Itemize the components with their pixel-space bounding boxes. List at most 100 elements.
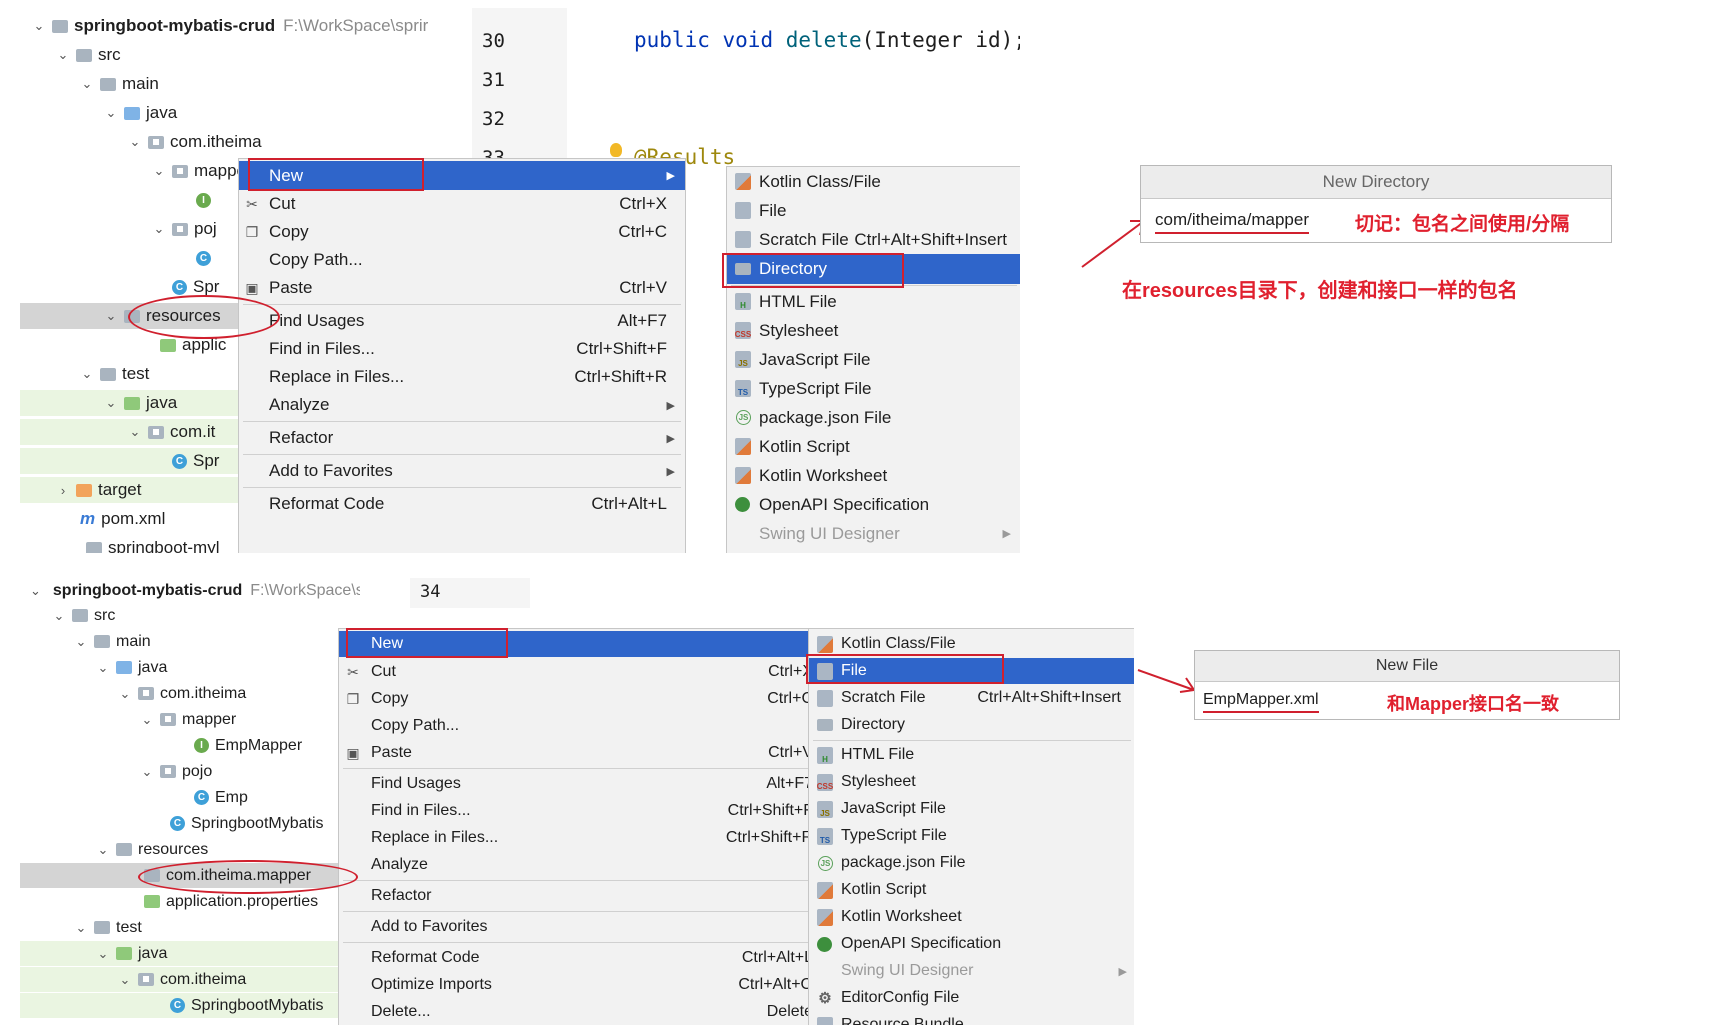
menu-item-reformat-code[interactable]: Reformat Code Ctrl+Alt+L xyxy=(239,490,685,518)
tree-row-application[interactable]: applic xyxy=(20,332,472,358)
menu-item-new[interactable]: New ▶ xyxy=(239,161,685,190)
menu-item-find-usages[interactable]: Find Usages Alt+F7 xyxy=(239,307,685,335)
chevron-down-icon[interactable]: ⌄ xyxy=(129,134,141,149)
chevron-down-icon[interactable]: ⌄ xyxy=(81,76,93,91)
submenu-item-scratch-file[interactable]: Scratch File Ctrl+Alt+Shift+Insert xyxy=(727,225,1020,254)
submenu-item-typescript[interactable]: TS TypeScript File xyxy=(727,374,1020,403)
chevron-down-icon[interactable]: ⌄ xyxy=(81,366,93,381)
chevron-down-icon[interactable]: ⌄ xyxy=(141,711,153,727)
tree-row-src[interactable]: ⌄ src xyxy=(20,42,472,68)
tree-row-java[interactable]: ⌄ java xyxy=(20,100,472,126)
menu-item-optimize-imports[interactable]: Optimize Imports Ctrl+Alt+O xyxy=(339,972,827,998)
directory-name-field[interactable]: com/itheima/mapper xyxy=(1155,210,1310,234)
chevron-down-icon[interactable]: ⌄ xyxy=(105,395,117,410)
submenu-item-javascript[interactable]: JS JavaScript File xyxy=(727,345,1020,374)
tree-row-empmapper[interactable]: I EmpMapper xyxy=(20,733,360,758)
menu-item-delete[interactable]: Delete... Delete xyxy=(339,999,827,1025)
tree-row-pojo[interactable]: ⌄ poj xyxy=(20,216,472,242)
submenu-item-kotlin-class[interactable]: Kotlin Class/File xyxy=(809,631,1134,657)
submenu-item-openapi[interactable]: OpenAPI Specification xyxy=(809,931,1134,957)
menu-item-paste[interactable]: ▣ Paste Ctrl+V xyxy=(339,740,827,766)
tree-row-com-itheima[interactable]: ⌄ com.itheima xyxy=(20,129,472,155)
chevron-down-icon[interactable]: ⌄ xyxy=(119,685,131,701)
submenu-item-directory[interactable]: Directory xyxy=(809,712,1134,738)
tree-row-java[interactable]: ⌄ java xyxy=(20,655,360,680)
submenu-item-directory[interactable]: Directory xyxy=(727,254,1020,284)
chevron-down-icon[interactable]: ⌄ xyxy=(97,841,109,857)
tree-row-project[interactable]: ⌄ springboot-mybatis-crud F:\WorkSpace\s… xyxy=(20,578,360,603)
menu-item-refactor[interactable]: Refactor ▶ xyxy=(339,883,827,909)
submenu-item-html-file[interactable]: H HTML File xyxy=(809,742,1134,768)
chevron-down-icon[interactable]: ⌄ xyxy=(105,105,117,120)
submenu-item-file[interactable]: File xyxy=(809,658,1134,684)
submenu-item-typescript[interactable]: TS TypeScript File xyxy=(809,823,1134,849)
chevron-down-icon[interactable]: ⌄ xyxy=(97,659,109,675)
menu-item-cut[interactable]: ✂ Cut Ctrl+X xyxy=(339,659,827,685)
chevron-right-icon[interactable]: › xyxy=(60,482,66,498)
tree-row-main[interactable]: ⌄ main xyxy=(20,629,360,654)
menu-item-find-usages[interactable]: Find Usages Alt+F7 xyxy=(339,771,827,797)
tree-row-main[interactable]: ⌄ main xyxy=(20,71,472,97)
tree-row-iml[interactable]: springboot-myl xyxy=(20,535,472,553)
submenu-item-editorconfig[interactable]: ⚙ EditorConfig File xyxy=(809,985,1134,1011)
chevron-down-icon[interactable]: ⌄ xyxy=(75,633,87,649)
menu-item-find-in-files[interactable]: Find in Files... Ctrl+Shift+F xyxy=(339,798,827,824)
tree-row-interface[interactable]: I xyxy=(20,187,472,213)
tree-row-test-class[interactable]: C SpringbootMybatis xyxy=(20,993,360,1018)
tree-row-pojo[interactable]: ⌄ pojo xyxy=(20,759,360,784)
menu-item-analyze[interactable]: Analyze ▶ xyxy=(239,391,685,419)
submenu-item-package-json[interactable]: JS package.json File xyxy=(809,850,1134,876)
submenu-item-kotlin-class[interactable]: Kotlin Class/File xyxy=(727,167,1020,196)
menu-item-find-in-files[interactable]: Find in Files... Ctrl+Shift+F xyxy=(239,335,685,363)
menu-item-cut[interactable]: ✂ Cut Ctrl+X xyxy=(239,190,685,218)
submenu-item-swing-ui-designer[interactable]: Swing UI Designer ▶ xyxy=(727,519,1020,548)
chevron-down-icon[interactable]: ⌄ xyxy=(105,308,117,323)
chevron-down-icon[interactable]: ⌄ xyxy=(30,582,41,598)
tree-row-springboot-app[interactable]: C SpringbootMybatis xyxy=(20,811,360,836)
chevron-down-icon[interactable]: ⌄ xyxy=(97,945,109,961)
tree-row-com-itheima[interactable]: ⌄ com.itheima xyxy=(20,681,360,706)
menu-item-analyze[interactable]: Analyze ▶ xyxy=(339,852,827,878)
tree-row-test-package[interactable]: ⌄ com.itheima xyxy=(20,967,360,992)
tree-row-src[interactable]: ⌄ src xyxy=(20,603,360,628)
menu-item-replace-in-files[interactable]: Replace in Files... Ctrl+Shift+R xyxy=(239,363,685,391)
menu-item-copy[interactable]: ❐ Copy Ctrl+C xyxy=(239,218,685,246)
submenu-item-kotlin-worksheet[interactable]: Kotlin Worksheet xyxy=(809,904,1134,930)
menu-item-add-to-favorites[interactable]: Add to Favorites ▶ xyxy=(339,914,827,940)
tree-row-class[interactable]: C xyxy=(20,245,472,271)
tree-row-resources[interactable]: ⌄ resources xyxy=(20,837,360,862)
tree-row-mapper[interactable]: ⌄ mapper xyxy=(20,158,472,184)
submenu-item-scratch-file[interactable]: Scratch File Ctrl+Alt+Shift+Insert xyxy=(809,685,1134,711)
chevron-down-icon[interactable]: ⌄ xyxy=(119,971,131,987)
tree-row-emp[interactable]: C Emp xyxy=(20,785,360,810)
tree-row-test-java[interactable]: ⌄ java xyxy=(20,941,360,966)
tree-row-project[interactable]: ⌄ springboot-mybatis-crud F:\WorkSpace\s… xyxy=(20,13,472,39)
tree-row-pom[interactable]: m pom.xml xyxy=(20,506,472,532)
submenu-item-file[interactable]: File xyxy=(727,196,1020,225)
menu-item-copy[interactable]: ❐ Copy Ctrl+C xyxy=(339,686,827,712)
submenu-item-javascript[interactable]: JS JavaScript File xyxy=(809,796,1134,822)
chevron-down-icon[interactable]: ⌄ xyxy=(33,18,45,33)
chevron-down-icon[interactable]: ⌄ xyxy=(75,919,87,935)
submenu-item-kotlin-worksheet[interactable]: Kotlin Worksheet xyxy=(727,461,1020,490)
submenu-item-kotlin-script[interactable]: Kotlin Script xyxy=(809,877,1134,903)
submenu-item-kotlin-script[interactable]: Kotlin Script xyxy=(727,432,1020,461)
chevron-down-icon[interactable]: ⌄ xyxy=(57,47,69,62)
menu-item-paste[interactable]: ▣ Paste Ctrl+V xyxy=(239,274,685,302)
chevron-down-icon[interactable]: ⌄ xyxy=(141,763,153,779)
chevron-down-icon[interactable]: ⌄ xyxy=(53,607,65,623)
tree-row-test[interactable]: ⌄ test xyxy=(20,361,472,387)
lightbulb-icon[interactable] xyxy=(610,143,622,157)
submenu-item-swing-ui-designer[interactable]: Swing UI Designer ▶ xyxy=(809,958,1134,984)
submenu-item-resource-bundle[interactable]: Resource Bundle xyxy=(809,1012,1134,1025)
tree-row-mapper[interactable]: ⌄ mapper xyxy=(20,707,360,732)
code-editor[interactable]: 34 xyxy=(410,578,540,608)
tree-row-springboot-app[interactable]: C Spr xyxy=(20,274,472,300)
menu-item-copy-path[interactable]: Copy Path... xyxy=(339,713,827,739)
submenu-item-html-file[interactable]: H HTML File xyxy=(727,287,1020,316)
menu-item-copy-path[interactable]: Copy Path... xyxy=(239,246,685,274)
chevron-down-icon[interactable]: ⌄ xyxy=(153,221,165,236)
submenu-item-stylesheet[interactable]: CSS Stylesheet xyxy=(727,316,1020,345)
tree-row-application-properties[interactable]: application.properties xyxy=(20,889,360,914)
chevron-down-icon[interactable]: ⌄ xyxy=(129,424,141,439)
